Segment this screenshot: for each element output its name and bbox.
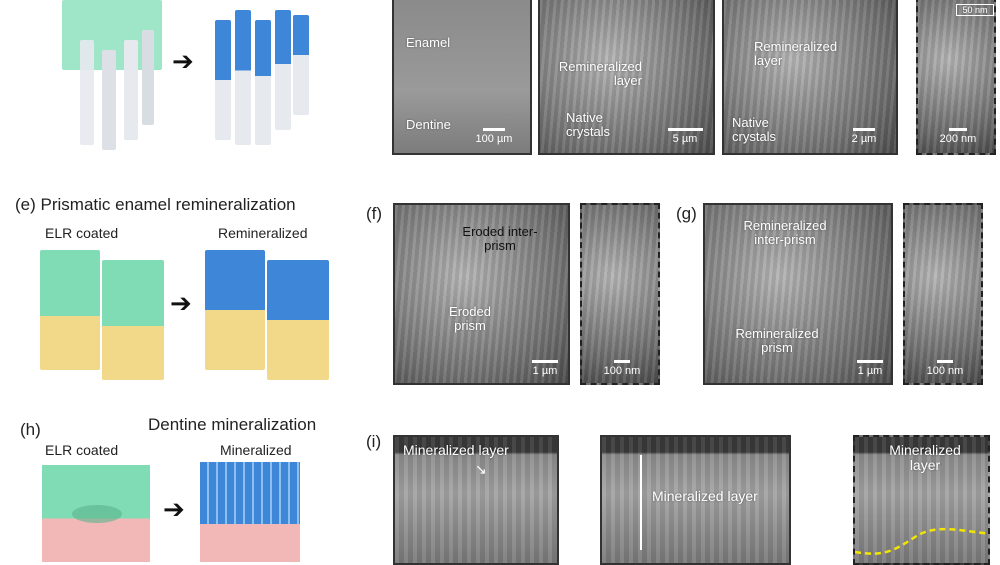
panel-letter-i: (i) [366,432,382,451]
sem-panel-eroded: Eroded inter-prism Eroded prism 1 µm [393,203,570,385]
label-native-crystals: Native crystals [566,110,611,140]
scale-bar: 1 µm [525,360,565,377]
label-native-crystals: Native crystals [732,115,777,145]
sem-panel-remineralized-prism: Remineralized inter-prism Remineralized … [703,203,893,385]
label-remineralized-layer: Remineralized layer [754,39,838,69]
label-mineralized-layer: Mineralized layer [403,442,509,458]
sem-inset-eroded: 100 nm [580,203,660,385]
arrow-icon: ➔ [172,46,194,76]
scale-bar: 1 µm [850,360,890,377]
label-remineralized-prism: Remineralized prism [735,326,819,356]
label-elr-coated: ELR coated [45,442,119,458]
scale-bar: 100 nm [915,360,975,377]
diagram-prismatic-remineralized [205,245,330,380]
panel-title-h: Dentine mineralization [148,415,317,434]
sem-panel-mineralized-1: Mineralized layer ↘ [393,435,559,565]
arrow-icon: ➔ [163,494,185,524]
scale-bar: 2 µm [844,128,884,145]
label-remineralized-inter-prism: Remineralized inter-prism [743,218,827,248]
label-remineralized-layer: Remineralized layer [558,59,642,89]
label-remineralized: Remineralized [218,225,308,241]
double-arrow-icon [640,455,642,550]
sem-panel-remineralized-2: Remineralized layer Native crystals 2 µm [722,0,898,155]
sem-panel-mineralized-2: Mineralized layer [600,435,791,565]
label-dentine: Dentine [406,117,451,132]
label-elr-coated: ELR coated [45,225,119,241]
sem-panel-remineralized-1: Remineralized layer Native crystals 5 µm [538,0,715,155]
label-mineralized-layer: Mineralized layer [652,488,758,504]
diagram-dentine-mineralized [200,462,300,562]
sem-inset-mineralized: Mineralized layer [853,435,990,565]
diagram-top-remineralized [215,5,310,150]
arrow-icon: ➔ [170,288,192,318]
diagram-prismatic-coated [40,245,165,380]
panel-letter-f: (f) [366,204,383,223]
inset-scale: 50 nm [956,4,994,16]
panel-title-e: (e) Prismatic enamel remineralization [15,195,296,214]
boundary-line [855,527,988,555]
diagram-top-coated [62,0,162,150]
scale-bar: 100 nm [592,360,652,377]
sem-inset-remineralized: 100 nm [903,203,983,385]
scale-bar: 200 nm [928,128,988,145]
scale-bar: 5 µm [660,128,710,145]
label-enamel: Enamel [406,35,451,50]
label-eroded-inter-prism: Eroded inter-prism [462,224,538,254]
label-mineralized-layer: Mineralized layer [889,442,961,474]
panel-letter-g: (g) [676,204,697,223]
sem-inset-nanocrystals: 50 nm 200 nm [916,0,996,155]
label-eroded-prism: Eroded prism [449,304,491,334]
diagram-dentine-coated [42,465,150,562]
label-mineralized: Mineralized [220,442,292,458]
scale-bar: 100 µm [464,128,524,145]
arrow-icon: ↘ [475,461,487,477]
panel-letter-h: (h) [20,420,41,439]
sem-panel-enamel-dentine: Enamel Dentine 100 µm [392,0,532,155]
